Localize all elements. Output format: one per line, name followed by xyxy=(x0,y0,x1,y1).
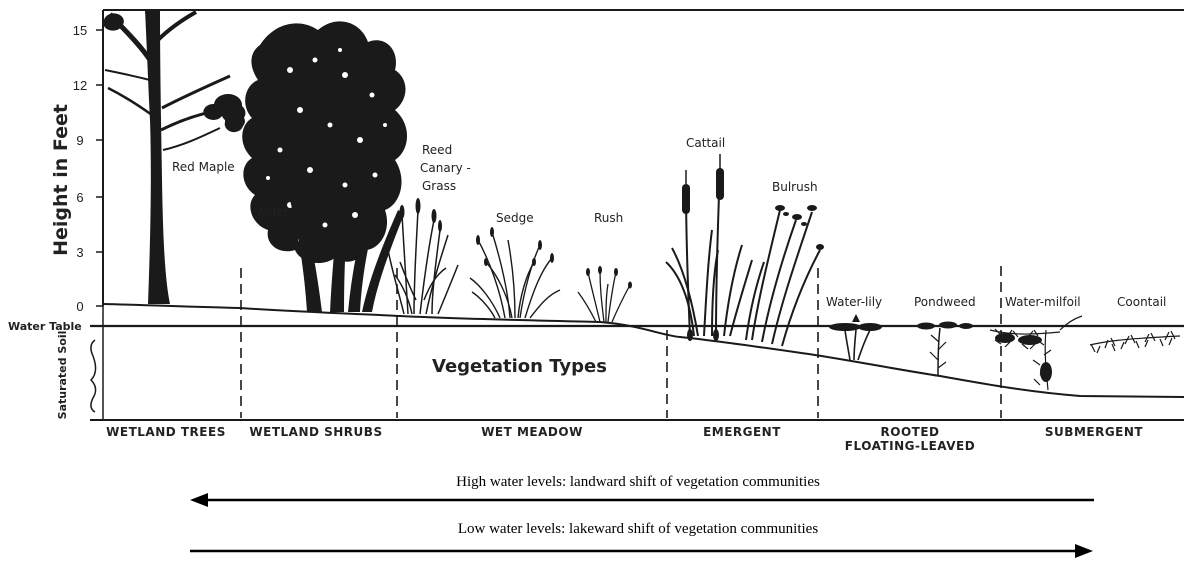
tick-label-0: 0 xyxy=(76,299,83,314)
tick-label-3: 3 xyxy=(76,245,83,260)
sedge-seed-heads xyxy=(476,227,554,266)
caption-low-water: Low water levels: lakeward shift of vege… xyxy=(458,521,818,537)
caption-high-water: High water levels: landward shift of veg… xyxy=(456,474,820,490)
saturated-soil-label: Saturated Soil xyxy=(56,331,69,420)
y-axis-label: Height in Feet xyxy=(50,104,72,256)
label-alder: Alder xyxy=(257,205,289,219)
saturated-soil-brace xyxy=(91,340,96,412)
label-reed-canary-grass-line3: Grass xyxy=(422,179,456,193)
arrow-lakeward xyxy=(190,544,1093,558)
zone-label-wetland-shrubs: WETLAND SHRUBS xyxy=(249,425,382,439)
water-milfoil-foliage xyxy=(995,333,1052,382)
zone-label-wetland-trees: WETLAND TREES xyxy=(106,425,226,439)
cattail-illustration xyxy=(666,168,752,336)
zone-label-emergent: EMERGENT xyxy=(703,425,781,439)
label-pondweed: Pondweed xyxy=(914,295,976,309)
coontail-illustration xyxy=(1090,331,1180,353)
vegetation-types-label: Vegetation Types xyxy=(432,356,607,377)
red-maple-illustration xyxy=(103,10,245,304)
label-red-maple: Red Maple xyxy=(172,160,235,174)
zone-label-rooted: ROOTED xyxy=(881,425,940,439)
bulrush-seed-heads xyxy=(775,205,824,250)
label-coontail: Coontail xyxy=(1117,295,1166,309)
water-lily-illustration xyxy=(829,314,882,360)
tick-label-6: 6 xyxy=(76,190,83,205)
arrow-landward xyxy=(190,493,1094,507)
alder-illustration xyxy=(242,21,407,312)
label-reed-canary-grass-line2: Canary - xyxy=(420,161,471,175)
label-sedge: Sedge xyxy=(496,211,534,225)
tick-label-12: 12 xyxy=(73,78,87,93)
label-water-lily: Water-lily xyxy=(826,295,882,309)
tick-label-15: 15 xyxy=(73,23,87,38)
label-rush: Rush xyxy=(594,211,623,225)
label-cattail: Cattail xyxy=(686,136,725,150)
sedge-illustration xyxy=(470,232,560,318)
label-water-milfoil: Water-milfoil xyxy=(1005,295,1081,309)
zone-label-wet-meadow: WET MEADOW xyxy=(481,425,583,439)
rush-illustration xyxy=(578,270,630,322)
pondweed-illustration xyxy=(917,322,973,377)
zone-label-submergent: SUBMERGENT xyxy=(1045,425,1144,439)
label-bulrush: Bulrush xyxy=(772,180,818,194)
reed-canary-grass-seed-heads xyxy=(400,198,443,232)
label-reed-canary-grass-line1: Reed xyxy=(422,143,452,157)
rush-seed-heads xyxy=(586,266,632,289)
ground-surface xyxy=(103,304,1184,397)
water-table-label: Water Table xyxy=(8,320,82,333)
tick-label-9: 9 xyxy=(76,133,83,148)
y-axis: 15 12 9 6 3 0 Height in Feet xyxy=(50,23,103,314)
zone-label-floating-leaved: FLOATING-LEAVED xyxy=(845,439,975,453)
